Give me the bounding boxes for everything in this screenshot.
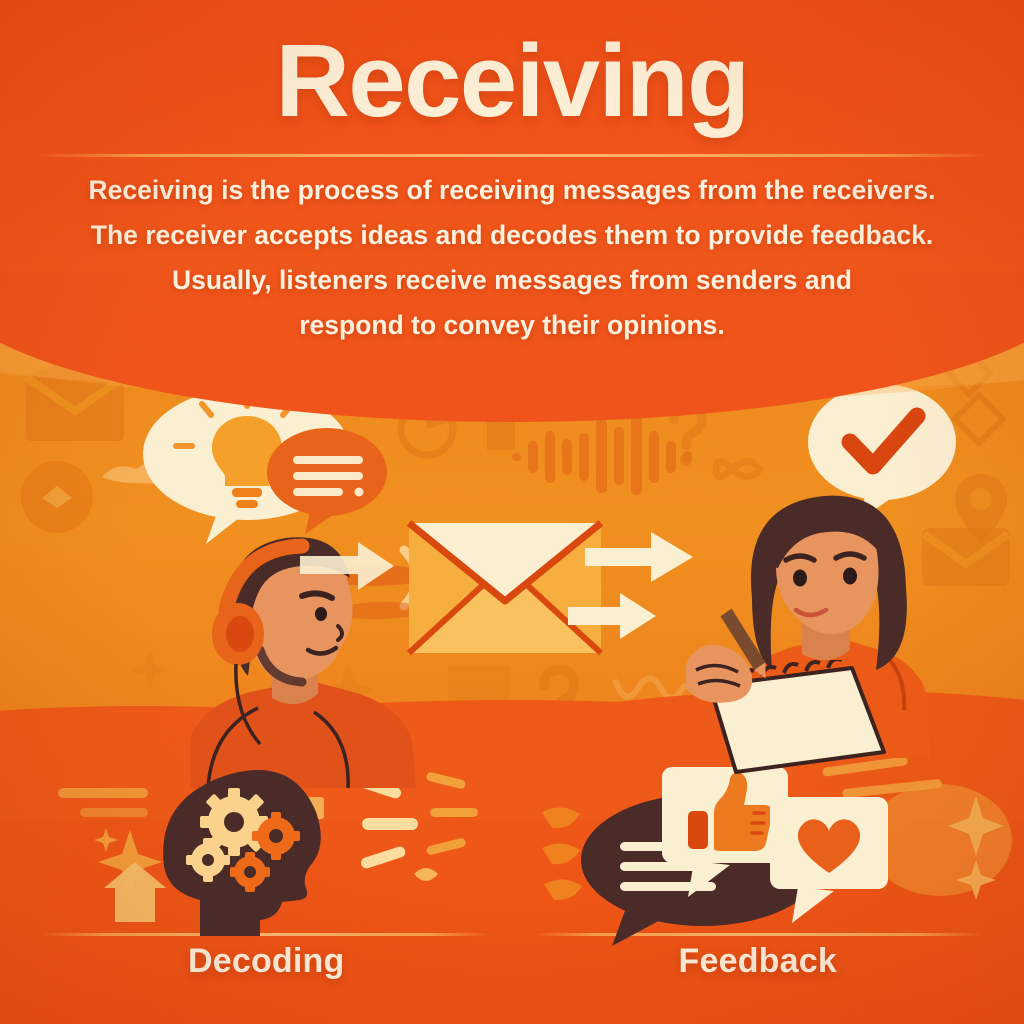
section-label-decoding: Decoding: [187, 942, 345, 980]
decoding-divider: [40, 933, 492, 936]
description-line: Receiving is the process of receiving me…: [88, 175, 936, 205]
section-label-feedback: Feedback: [678, 942, 837, 980]
title-divider: [33, 154, 991, 157]
page-title: Receiving: [275, 23, 750, 138]
description-line: The receiver accepts ideas and decodes t…: [90, 220, 934, 250]
description-line: Usually, listeners receive messages from…: [171, 265, 852, 295]
feedback-divider: [532, 933, 984, 936]
header-description: Receiving is the process of receiving me…: [61, 168, 962, 348]
description-line: respond to convey their opinions.: [299, 310, 725, 340]
